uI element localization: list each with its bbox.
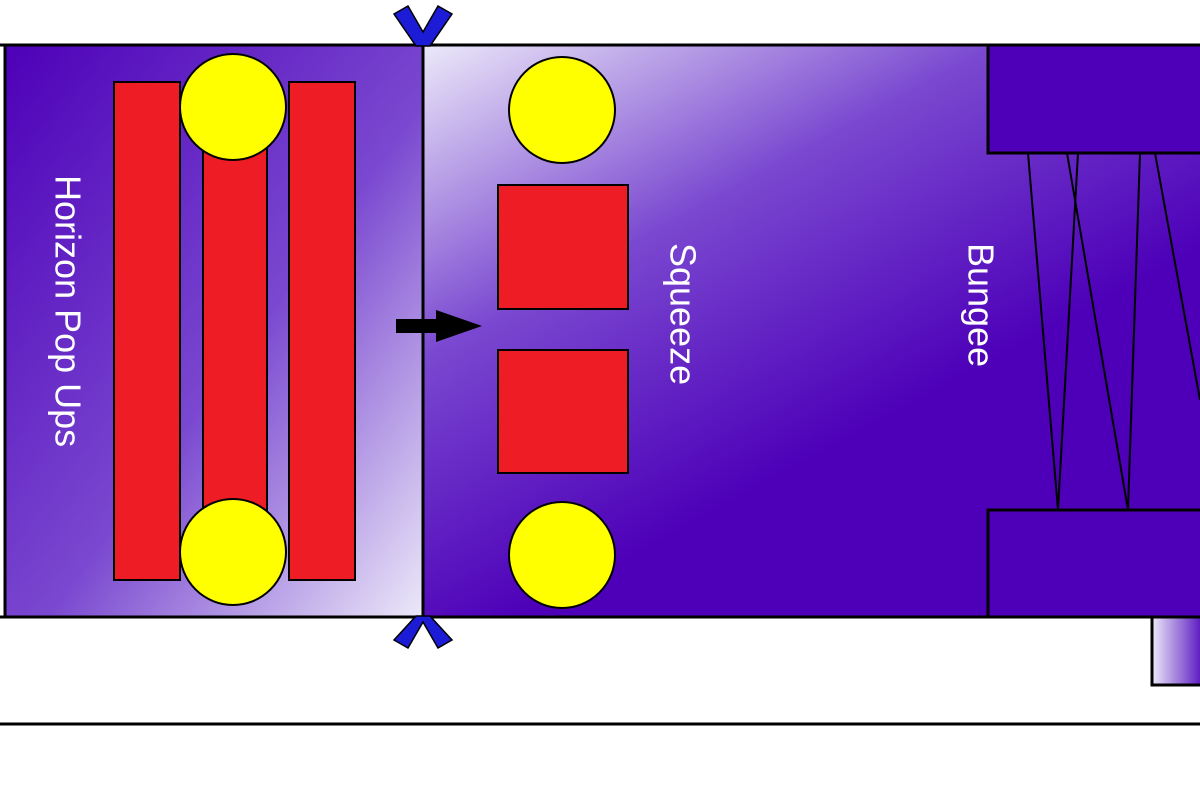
red-square-squeeze-top — [497, 184, 629, 310]
chevron-clip-top-icon — [392, 4, 454, 47]
bungee-block-top — [986, 43, 1200, 155]
yellow-circle-squeeze-top — [508, 56, 616, 164]
yellow-circle-left-top — [179, 53, 287, 161]
chevron-clip-bottom-icon — [392, 615, 454, 650]
yellow-circle-left-bottom — [179, 498, 287, 606]
label-squeeze: Squeeze — [662, 243, 703, 385]
yellow-circle-squeeze-bottom — [508, 501, 616, 609]
bungee-cords — [1027, 152, 1200, 511]
bottom-tab — [1150, 615, 1200, 687]
bungee-block-bottom — [986, 508, 1200, 619]
red-square-squeeze-bottom — [497, 349, 629, 474]
red-strip-center — [202, 107, 268, 557]
arrow-right-icon — [396, 310, 482, 342]
label-bungee: Bungee — [960, 243, 1001, 367]
red-strip-left — [113, 81, 181, 581]
red-strip-right — [288, 81, 356, 581]
label-horizon-pop-ups: Horizon Pop Ups — [47, 175, 88, 447]
